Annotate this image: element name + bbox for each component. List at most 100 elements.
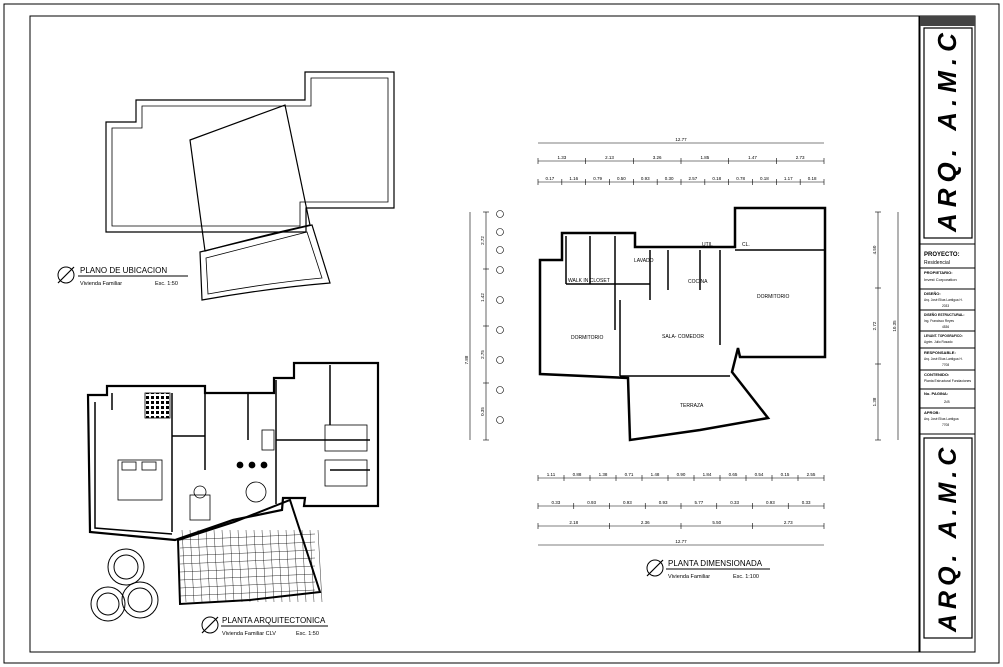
room-cocina: COCINA [688,279,708,285]
dimension-label: 4.50 [872,245,877,254]
logo-top-text: ARQ. A.M.C [932,27,962,233]
dimension-label: 10.35 [892,320,897,332]
dimension-label: 5.50 [712,520,721,525]
dimension-label: 1.85 [700,155,709,160]
propietario-label: PROPIETARIO: [924,270,953,275]
tile-line [179,581,316,589]
dimension-label: 0.54 [755,472,764,477]
tree-2 [90,586,126,622]
dimension-label: 1.38 [599,472,608,477]
arch-terrace-tiles [179,529,323,603]
levantamiento-label: LEVANT. TOPOGRAFICO: [924,334,963,338]
arch-plan-scale: Esc. 1:50 [296,631,319,637]
diseno-label: DISEÑO: [924,291,941,296]
dimension-label: 2.72 [480,236,485,245]
site-plan-subtitle: Vivienda Familiar [80,281,122,287]
estructural-label: DISEÑO ESTRUCTURAL: [924,312,965,317]
responsable-ext: 7708 [942,363,949,367]
trees [90,548,159,622]
title-block: ARQ. A.M.C PROYECTO: Residencial PROPIET… [920,27,975,639]
dimension-label: 2.72 [872,321,877,330]
architectural-plan [86,361,380,606]
site-plan-title-text: PLANO DE UBICACION [80,266,167,275]
grid-bubble [496,356,504,364]
grid-bubble [496,266,504,274]
dim-plan-title-text: PLANTA DIMENSIONADA [668,559,763,568]
dimension-label: 0.35 [480,407,485,416]
dimension-label: 0.78 [736,176,745,181]
aprob-label: APROB: [924,410,940,415]
dimension-label: 0.33 [802,500,811,505]
tile-line [317,529,323,603]
dimension-label: 12.77 [675,539,687,544]
site-terrace-inner [205,231,323,295]
dimension-label: 0.33 [551,500,560,505]
dimension-label: 0.18 [712,176,721,181]
tile-line [179,557,316,565]
dimension-label: 0.71 [625,472,634,477]
grid-bubble [496,326,504,334]
dim-plan-scale: Esc. 1:100 [733,574,759,580]
dimension-label: 5.77 [694,500,703,505]
arch-terrace [176,498,322,606]
bed-right-upper [324,424,368,452]
dim-inner-walls [565,236,825,377]
drawing-area-border [29,15,920,653]
grid-bubble [496,416,504,424]
tile-line [229,529,235,603]
room-walk-in-closet: WALK IN CLOSET [568,278,610,284]
dimension-label: 2.57 [689,176,698,181]
kitchen-counter [261,429,275,451]
dimension-label: 2.73 [784,520,793,525]
dim-plan-subtitle: Vivienda Familiar [668,574,710,580]
dimension-label: 2.18 [569,520,578,525]
dimension-label: 2.13 [605,155,614,160]
dimension-label: 1.33 [557,155,566,160]
dimension-label: 1.16 [569,176,578,181]
room-dormitorio-right: DORMITORIO [757,294,790,300]
tile-line [285,529,291,603]
tile-line [179,589,316,597]
tile-line [179,549,316,557]
contenido-value: Planta Estructural Fundaciones [924,379,971,383]
tile-line [301,529,307,603]
dimension-label: 0.50 [617,176,626,181]
dim-plan-title: PLANTA DIMENSIONADA Vivienda Familiar Es… [646,559,770,580]
dimension-label: 12.77 [675,137,687,142]
tile-line [179,541,316,549]
dim-plan-room-labels: WALK IN CLOSET DORMITORIO SALA- COMEDOR … [568,242,790,409]
dimension-label: 0.79 [593,176,602,181]
tile-line [179,573,316,581]
room-lavado: LAVADO [634,258,654,264]
site-plan-scale: Esc. 1:50 [155,281,178,287]
bath-fixture-grid [144,392,171,419]
responsable-value: Arq. José Elías Lantigua H. [924,357,963,361]
diseno-ext: 2033 [942,304,949,308]
tile-line [261,529,267,603]
grid-bubble [496,386,504,394]
dimension-label: 2.73 [796,155,805,160]
site-lot-inner [111,77,389,227]
tile-line [179,533,316,541]
bed-right-lower [324,459,368,487]
dimension-label: 0.93 [766,500,775,505]
tile-line [245,529,251,603]
dimension-label: 3.26 [653,155,662,160]
sofa [189,494,211,521]
tile-line [277,529,283,603]
tile-line [221,529,227,603]
dimension-label: 0.90 [677,472,686,477]
dimension-label: 0.33 [730,500,739,505]
arch-plan-subtitle: Vivienda Familiar CLV [222,631,276,637]
dimension-label: 0.93 [623,500,632,505]
responsable-label: RESPONSABLE: [924,350,956,355]
tile-line [293,529,299,603]
dimension-label: 1.17 [784,176,793,181]
tile-line [269,529,275,603]
bed-left [117,459,163,501]
dimension-label: 0.93 [587,500,596,505]
dimension-label: 1.84 [703,472,712,477]
logo-top-box [923,27,973,239]
